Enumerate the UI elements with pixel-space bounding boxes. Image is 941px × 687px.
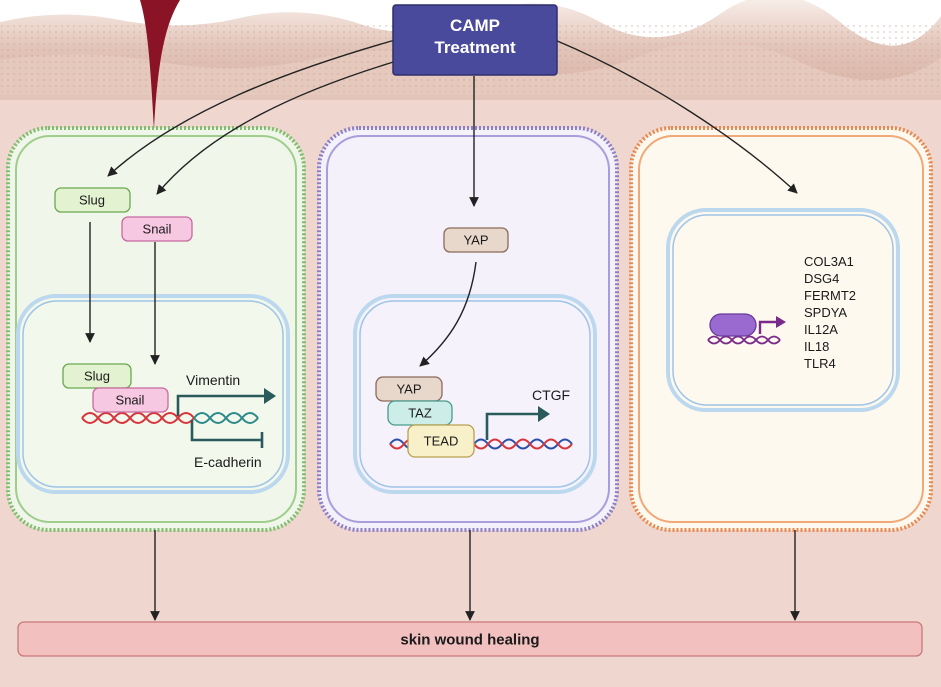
wound-icon — [140, 0, 180, 130]
cell-genes-panel — [629, 126, 933, 532]
gene-item: IL12A — [804, 322, 838, 337]
gene-item: IL18 — [804, 339, 829, 354]
gene-ctgf: CTGF — [532, 387, 570, 403]
cell-hippo-panel — [317, 126, 619, 532]
svg-text:Snail: Snail — [116, 393, 145, 408]
slug-cytoplasm: Slug — [54, 187, 131, 213]
nuclear-tead: TEAD — [407, 424, 475, 458]
transcription-arrows-left — [176, 388, 276, 448]
treatment-arrows — [107, 39, 798, 207]
nuclear-snail: Snail — [92, 387, 169, 413]
cell-emt-panel — [6, 126, 306, 532]
snail-cytoplasm: Snail — [121, 216, 193, 242]
gene-item: SPDYA — [804, 305, 847, 320]
pathway-arrows — [85, 222, 477, 367]
svg-text:YAP: YAP — [396, 382, 421, 397]
treatment-subtitle: Treatment — [434, 38, 516, 57]
transcription-factor-icon — [709, 313, 786, 337]
gene-item: FERMT2 — [804, 288, 856, 303]
outcome-bar: skin wound healing — [17, 621, 923, 657]
svg-text:Slug: Slug — [79, 193, 105, 208]
yap-cytoplasm: YAP — [443, 227, 509, 253]
dna-left — [81, 412, 259, 424]
gene-item: DSG4 — [804, 271, 839, 286]
gene-item: TLR4 — [804, 356, 836, 371]
treatment-title: CAMP — [450, 16, 500, 35]
gene-item: COL3A1 — [804, 254, 854, 269]
treatment-box: CAMP Treatment — [392, 4, 558, 76]
svg-text:TEAD: TEAD — [424, 434, 459, 449]
nuclear-yap: YAP — [375, 376, 443, 402]
svg-text:YAP: YAP — [463, 233, 488, 248]
transcription-arrow-middle — [485, 406, 550, 440]
svg-text:Snail: Snail — [143, 222, 172, 237]
outcome-arrows — [150, 530, 800, 621]
dna-right — [707, 335, 781, 345]
gene-vimentin: Vimentin — [186, 372, 240, 388]
svg-text:TAZ: TAZ — [408, 406, 432, 421]
nuclear-taz: TAZ — [387, 400, 453, 426]
nuclear-slug: Slug — [62, 363, 132, 389]
gene-e-cadherin: E-cadherin — [194, 454, 262, 470]
outcome-label: skin wound healing — [400, 632, 539, 649]
svg-text:Slug: Slug — [84, 369, 110, 384]
